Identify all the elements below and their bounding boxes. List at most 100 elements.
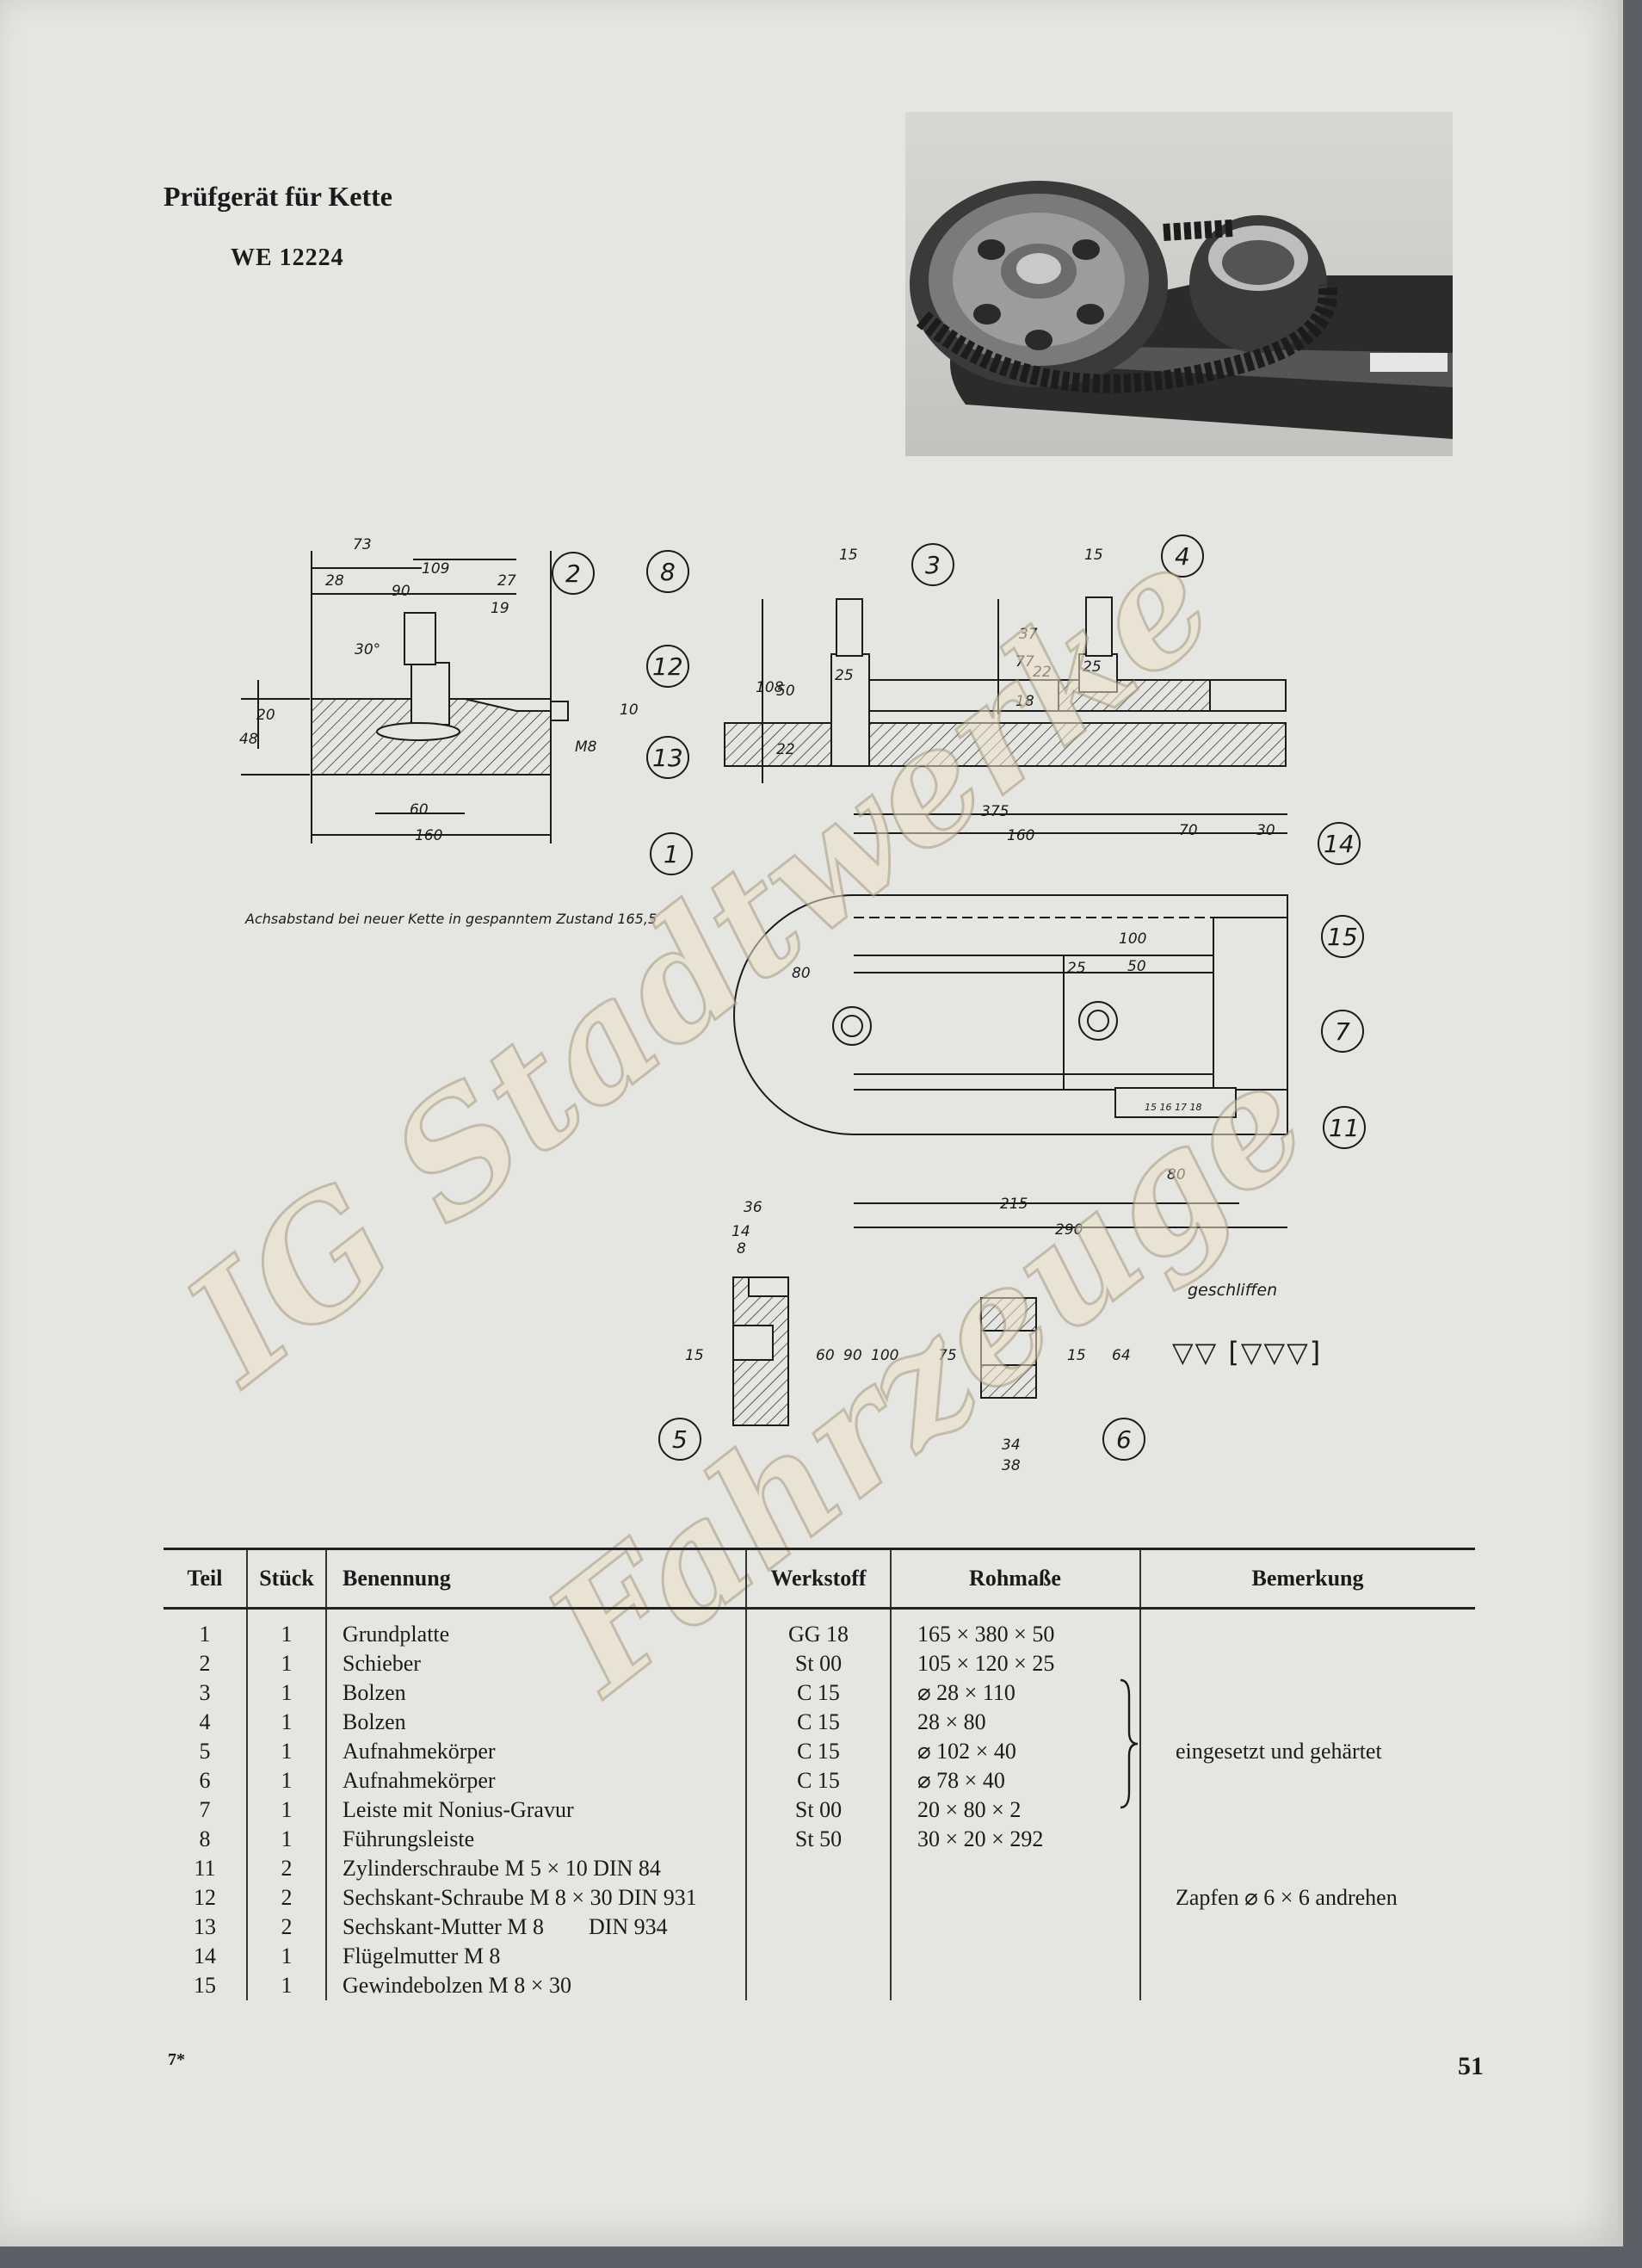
svg-text:19: 19 (491, 600, 509, 617)
svg-text:70: 70 (1179, 822, 1198, 839)
cell-bemerkung (1139, 1854, 1475, 1883)
cell-werkstoff: C 15 (745, 1766, 891, 1795)
svg-text:15: 15 (1084, 547, 1103, 564)
svg-text:50: 50 (1127, 958, 1146, 975)
svg-text:50: 50 (776, 683, 795, 700)
svg-text:13: 13 (652, 744, 683, 772)
cell-rohmasse: ⌀ 78 × 40 (890, 1766, 1140, 1795)
svg-text:12: 12 (652, 652, 683, 681)
detail-part-6: 75 15 64 34 38 (938, 1297, 1131, 1474)
cell-rohmasse (890, 1913, 1140, 1942)
page-title: Prüfgerät für Kette (164, 181, 392, 212)
cell-rohmasse (890, 1942, 1140, 1971)
svg-text:60: 60 (410, 801, 429, 819)
svg-text:15: 15 (839, 547, 858, 564)
cell-benennung: Sechskant-Schraube M 8 × 30 DIN 931 (325, 1883, 746, 1913)
cell-rohmasse: ⌀ 102 × 40 (890, 1737, 1140, 1766)
svg-text:15 16 17 18: 15 16 17 18 (1145, 1102, 1201, 1113)
svg-text:90: 90 (843, 1347, 862, 1364)
cell-bemerkung (1139, 1608, 1475, 1649)
cell-teil: 11 (194, 1856, 216, 1881)
cell-rohmasse: 20 × 80 × 2 (890, 1795, 1140, 1825)
cell-benennung: Schieber (325, 1649, 746, 1678)
svg-text:20: 20 (256, 707, 275, 724)
cell-rohmasse (890, 1971, 1140, 2000)
svg-text:14: 14 (731, 1223, 750, 1240)
col-rohmasse: Rohmaße (890, 1548, 1140, 1610)
cell-benennung: Zylinderschraube M 5 × 10 DIN 84 (325, 1854, 746, 1883)
svg-text:25: 25 (1067, 960, 1086, 977)
col-bemerkung: Bemerkung (1139, 1548, 1475, 1610)
svg-text:22: 22 (1033, 664, 1052, 681)
cell-werkstoff (745, 1913, 891, 1942)
cell-stueck: 1 (246, 1649, 326, 1678)
col-teil: Teil (164, 1548, 247, 1610)
svg-text:2: 2 (565, 559, 581, 588)
cell-teil: 12 (194, 1885, 216, 1910)
cell-teil: 15 (194, 1973, 216, 1998)
cell-rohmasse (890, 1854, 1140, 1883)
svg-text:M8: M8 (575, 738, 597, 756)
svg-text:8: 8 (660, 558, 676, 586)
cell-werkstoff (745, 1854, 891, 1883)
svg-text:18: 18 (1015, 693, 1034, 710)
plan-view: 15 16 17 18 375 160 70 30 100 25 50 80 8… (733, 803, 1288, 1239)
cell-benennung: Bolzen (325, 1678, 746, 1708)
svg-text:22: 22 (776, 741, 795, 758)
svg-text:30°: 30° (355, 641, 380, 658)
detail-part-5: 36 14 8 60 90 100 15 (685, 1199, 898, 1426)
cell-rohmasse: 30 × 20 × 292 (890, 1825, 1140, 1854)
part-callouts: 2 8 12 13 1 3 4 14 15 7 11 5 6 (552, 535, 1366, 1461)
svg-text:15: 15 (1067, 1347, 1086, 1364)
svg-text:109: 109 (422, 560, 449, 578)
cell-rohmasse: ⌀ 28 × 110 (890, 1678, 1140, 1708)
cell-bemerkung (1139, 1678, 1475, 1708)
cell-bemerkung (1139, 1766, 1475, 1795)
signature-mark: 7* (168, 2050, 185, 2069)
svg-text:38: 38 (1002, 1457, 1021, 1474)
svg-text:14: 14 (1324, 830, 1355, 858)
svg-text:290: 290 (1055, 1221, 1083, 1239)
cell-bemerkung (1139, 1971, 1475, 2000)
book-page: Prüfgerät für Kette WE 12224 (0, 0, 1623, 2246)
cell-werkstoff: St 50 (745, 1825, 891, 1854)
cell-benennung: Leiste mit Nonius-Gravur (325, 1795, 746, 1825)
cell-rohmasse: 105 × 120 × 25 (890, 1649, 1140, 1678)
brace-mark (1120, 1678, 1139, 1809)
cell-werkstoff: St 00 (745, 1649, 891, 1678)
svg-text:64: 64 (1112, 1347, 1131, 1364)
cell-bemerkung (1139, 1913, 1475, 1942)
cell-teil: 7 (199, 1797, 211, 1822)
svg-text:1: 1 (664, 840, 679, 868)
svg-text:3: 3 (925, 551, 941, 579)
svg-text:25: 25 (835, 667, 854, 684)
svg-text:160: 160 (415, 827, 442, 844)
svg-text:90: 90 (392, 583, 410, 600)
finish-label: geschliffen (1188, 1281, 1278, 1300)
cell-teil: 6 (199, 1768, 211, 1793)
cell-werkstoff (745, 1942, 891, 1971)
cell-teil: 13 (194, 1914, 216, 1939)
cell-stueck: 1 (246, 1825, 326, 1854)
svg-text:75: 75 (938, 1347, 957, 1364)
svg-text:80: 80 (1167, 1166, 1186, 1183)
svg-text:215: 215 (1000, 1196, 1028, 1213)
svg-text:108: 108 (756, 679, 784, 696)
svg-text:10: 10 (620, 701, 639, 719)
side-view-base: 73 109 28 90 27 19 30° 20 48 60 160 M8 1… (239, 536, 639, 844)
svg-text:27: 27 (497, 572, 516, 590)
cell-stueck: 2 (246, 1883, 326, 1913)
cell-rohmasse: 28 × 80 (890, 1708, 1140, 1737)
cell-bemerkung: Zapfen ⌀ 6 × 6 andrehen (1139, 1883, 1475, 1913)
cell-teil: 4 (199, 1709, 211, 1734)
cell-bemerkung: eingesetzt und gehärtet (1139, 1737, 1475, 1766)
col-werkstoff: Werkstoff (745, 1548, 891, 1610)
cell-stueck: 1 (246, 1942, 326, 1971)
